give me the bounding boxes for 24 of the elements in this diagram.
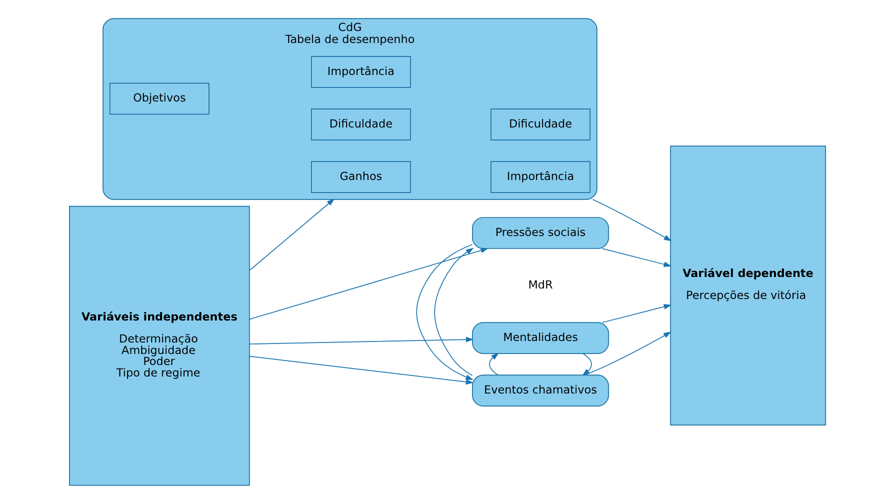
arrow [249, 198, 335, 271]
arrow [489, 352, 499, 376]
node-box: Mentalidades [472, 322, 609, 354]
arrow [602, 248, 672, 267]
arrow [249, 336, 474, 344]
node-box: Dificuldade [490, 108, 590, 140]
arrow [249, 248, 488, 320]
node-box: Importância [311, 56, 411, 88]
arrow [602, 304, 672, 323]
arrow [416, 244, 474, 380]
label: MdR [528, 278, 553, 292]
node-box: Ganhos [311, 161, 411, 193]
node-box: Variável dependente Percepções de vitória [670, 146, 826, 426]
arrow [582, 353, 592, 376]
node-box: Eventos chamativos [472, 374, 609, 407]
arrow [584, 332, 672, 376]
node-box: Variáveis independentes Determinação Ambiguidade Poder Tipo de regime [69, 206, 250, 486]
node-box: Dificuldade [311, 108, 411, 140]
node-box: Objetivos [110, 82, 210, 115]
arrow [592, 198, 672, 242]
node-box: Pressões sociais [472, 217, 609, 249]
node-box: Importância [490, 161, 590, 193]
arrow [249, 356, 474, 385]
arrow [434, 248, 474, 376]
